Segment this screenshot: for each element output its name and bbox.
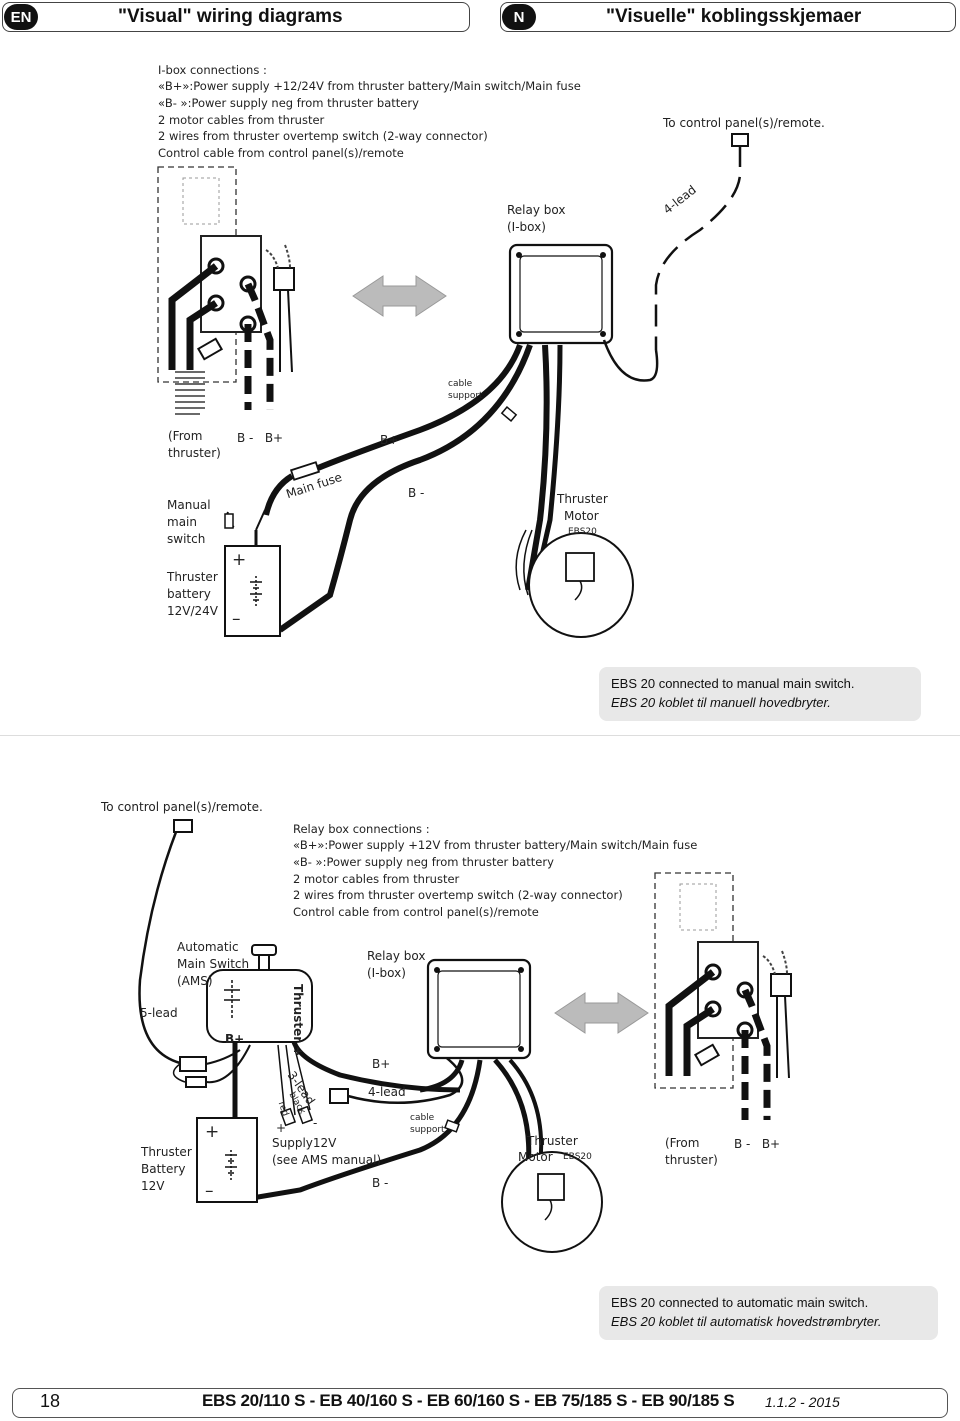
relay-connections-line-1: Relay box connections : — [293, 822, 430, 836]
bminus-bplus-label: B - B+ — [237, 431, 284, 445]
thruster-motor-label-2b: Motor — [518, 1150, 553, 1164]
thruster-plus-label: Thruster + — [291, 984, 305, 1057]
section-divider — [0, 735, 960, 736]
diagram2-note-no: EBS 20 koblet til automatisk hovedstrømb… — [611, 1314, 882, 1329]
bminus-label-2: B - — [372, 1176, 389, 1190]
ibox-connections-line-6: Control cable from control panel(s)/remo… — [158, 146, 404, 160]
diagram1-note-no: EBS 20 koblet til manuell hovedbryter. — [611, 695, 831, 710]
cable-support-label-2b: support — [410, 1125, 445, 1135]
motor-model-label-2: EBS20 — [563, 1152, 592, 1162]
motor-model-label: EBS20 — [568, 527, 597, 537]
manual-main-switch-label-1: Manual — [167, 498, 211, 512]
ibox-connections-line-1: I-box connections : — [158, 63, 267, 77]
diagram1-wiring — [157, 133, 749, 638]
from-thruster-label-2b: thruster) — [665, 1153, 718, 1167]
supply-label-2: (see AMS manual) — [272, 1153, 382, 1167]
relay-connections-line-2: «B+»:Power supply +12V from thruster bat… — [293, 838, 698, 852]
supply-label-1: Supply12V — [272, 1136, 337, 1150]
relay-box-label-2: (I-box) — [507, 220, 546, 234]
to-control-panel-label-2: To control panel(s)/remote. — [101, 800, 263, 814]
thruster-battery-label-2b: Battery — [141, 1162, 186, 1176]
four-lead-label-2: 4-lead — [368, 1085, 406, 1099]
cable-support-label-2a: cable — [410, 1113, 435, 1123]
ams-label-1: Automatic — [177, 940, 239, 954]
manual-main-switch-label-3: switch — [167, 532, 206, 546]
language-badge-n: N — [502, 4, 536, 30]
header-title-right: "Visuelle" koblingsskjemaer — [606, 6, 862, 27]
bplus-label: B+ — [380, 433, 399, 447]
footer-models: EBS 20/110 S - EB 40/160 S - EB 60/160 S… — [202, 1391, 735, 1410]
ams-label-2: Main Switch — [177, 957, 250, 971]
relay-box-label-1: Relay box — [507, 203, 566, 217]
from-thruster-label-2a: (From — [665, 1136, 700, 1150]
bminus-bplus-label-2: B - B+ — [734, 1137, 781, 1151]
footer-version: 1.1.2 - 2015 — [765, 1394, 840, 1410]
relay-box-label-2b: (I-box) — [367, 966, 406, 980]
ibox-connections-line-5: 2 wires from thruster overtemp switch (2… — [158, 129, 488, 143]
thruster-battery-label-2c: 12V — [141, 1179, 165, 1193]
bminus-label: B - — [408, 486, 425, 500]
thruster-motor-label-1: Thruster — [557, 492, 608, 506]
ibox-connections-line-4: 2 motor cables from thruster — [158, 113, 325, 127]
thruster-battery-label-2a: Thruster — [141, 1145, 192, 1159]
ams-bplus-label: B+ — [225, 1032, 245, 1046]
thruster-motor-label-2: Motor — [564, 509, 599, 523]
from-thruster-label-1: (From — [168, 429, 203, 443]
relay-connections-line-6: Control cable from control panel(s)/remo… — [293, 905, 539, 919]
diagram1-note: EBS 20 connected to manual main switch. … — [599, 667, 921, 721]
thruster-battery-label-2: battery — [167, 587, 211, 601]
to-control-panel-label: To control panel(s)/remote. — [663, 116, 825, 130]
thruster-battery-label-1: Thruster — [167, 570, 218, 584]
cable-support-label-1: cable — [448, 379, 473, 389]
battery-minus-label: – — [232, 609, 241, 629]
header-right-box — [500, 2, 956, 32]
ibox-connections-line-3: «B- »:Power supply neg from thruster bat… — [158, 96, 419, 110]
relay-connections-line-4: 2 motor cables from thruster — [293, 872, 460, 886]
diagram1-note-en: EBS 20 connected to manual main switch. — [611, 676, 855, 691]
manual-main-switch-label-2: main — [167, 515, 197, 529]
diagram2-note-en: EBS 20 connected to automatic main switc… — [611, 1295, 869, 1310]
supply-plus-mark: + — [276, 1121, 287, 1135]
header-title-left: "Visual" wiring diagrams — [118, 6, 343, 27]
footer-box — [12, 1388, 948, 1418]
diagram2-note: EBS 20 connected to automatic main switc… — [599, 1286, 938, 1340]
relay-connections-line-5: 2 wires from thruster overtemp switch (2… — [293, 888, 623, 902]
thruster-motor-label-2a: Thruster — [527, 1134, 578, 1148]
relay-connections-line-3: «B- »:Power supply neg from thruster bat… — [293, 855, 554, 869]
battery-plus-label-2: + — [205, 1122, 220, 1142]
page-number: 18 — [40, 1391, 61, 1411]
language-badge-en: EN — [4, 4, 38, 30]
thruster-battery-label-3: 12V/24V — [167, 604, 218, 618]
battery-plus-label: + — [232, 550, 247, 570]
bplus-label-2: B+ — [372, 1057, 391, 1071]
ams-label-3: (AMS) — [177, 974, 213, 988]
relay-box-label-2a: Relay box — [367, 949, 426, 963]
supply-minus-mark: - — [313, 1116, 318, 1130]
ibox-connections-line-2: «B+»:Power supply +12/24V from thruster … — [158, 79, 581, 93]
from-thruster-label-2: thruster) — [168, 446, 221, 460]
cable-support-label-2: support — [448, 391, 483, 401]
battery-minus-label-2: – — [205, 1181, 214, 1201]
five-lead-label: 5-lead — [140, 1006, 178, 1020]
header-left-box — [2, 2, 470, 32]
